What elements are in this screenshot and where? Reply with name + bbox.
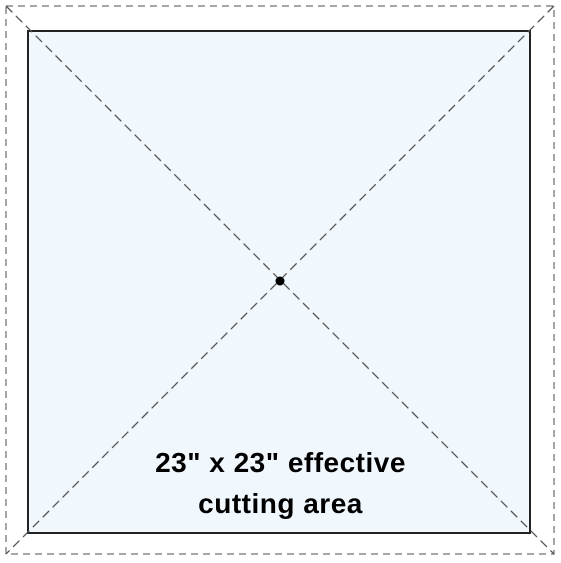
diagonal-line-top-left-to-bottom-right	[5, 5, 555, 555]
area-label-dimensions: 23" x 23" effective	[155, 447, 406, 478]
diagonal-line-top-right-to-bottom-left	[5, 5, 555, 555]
area-label-description: cutting area	[198, 488, 363, 519]
center-dot	[275, 276, 285, 286]
